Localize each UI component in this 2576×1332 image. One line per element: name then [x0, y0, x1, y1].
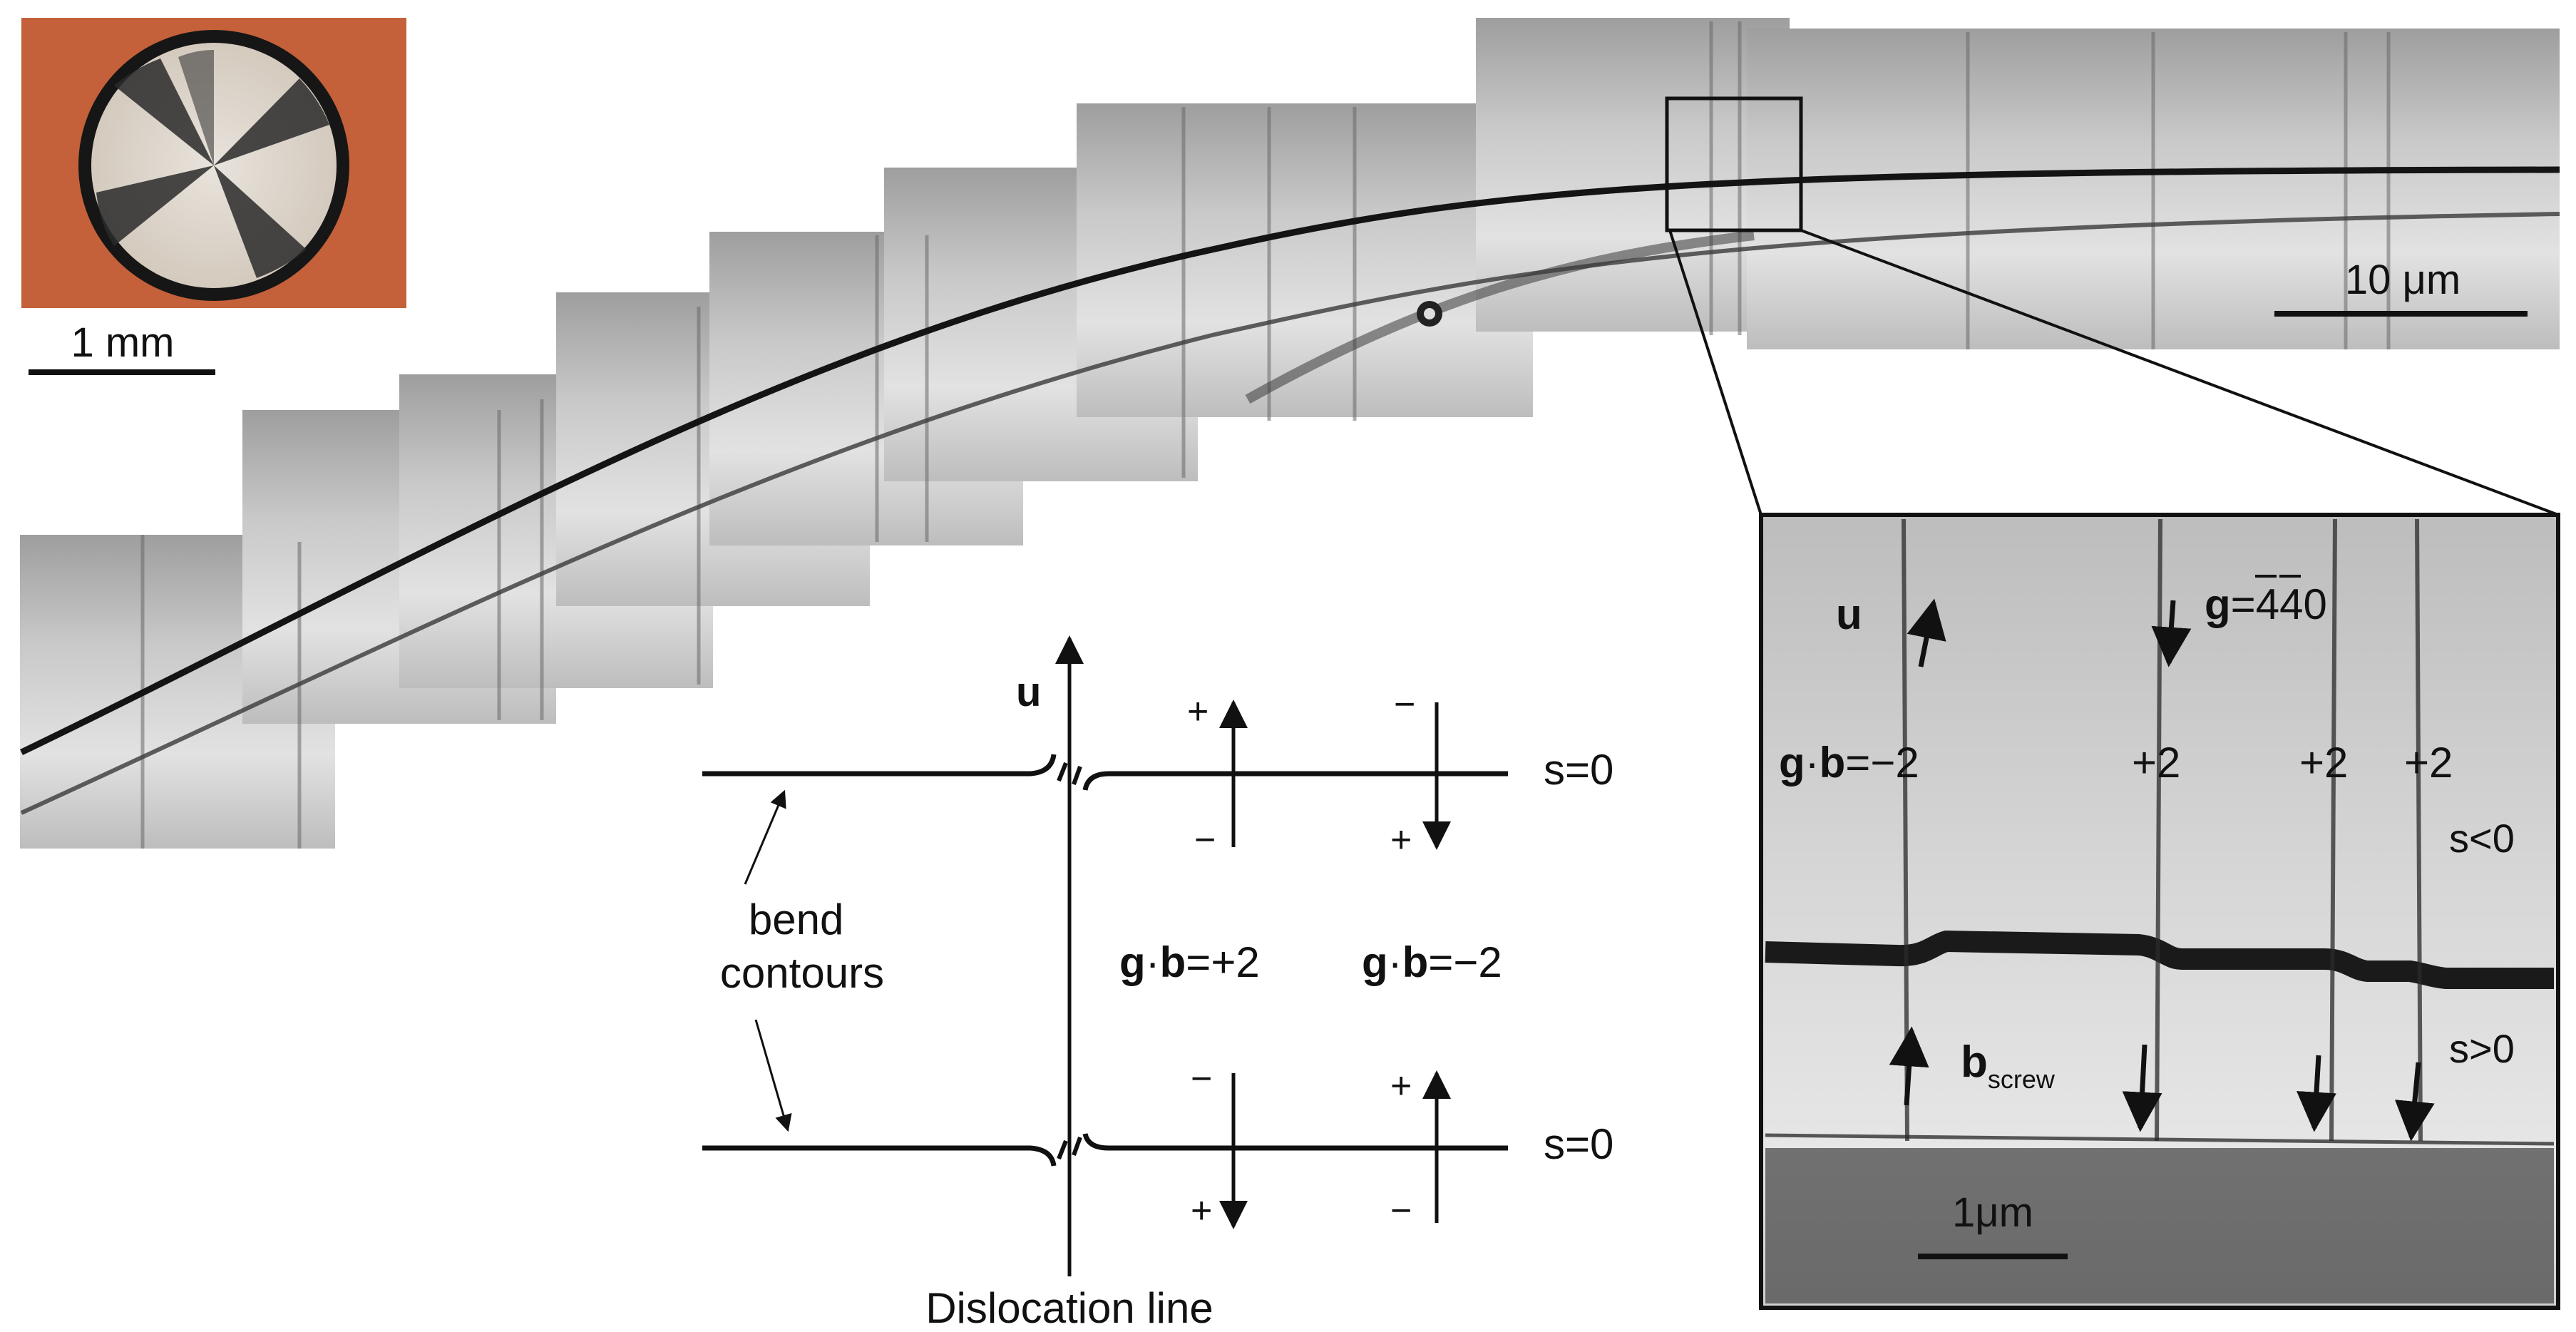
bend-contours-label: bend contours — [720, 896, 884, 997]
sign-label: + — [1390, 1065, 1412, 1107]
zoom-u-arrow — [1907, 598, 1946, 667]
contour-break-mark — [1057, 1139, 1068, 1160]
bend-contour-image — [20, 212, 2560, 815]
zoom-connector-line — [1800, 229, 2559, 516]
extinction-brush — [96, 165, 214, 246]
bscrew-arrow — [2394, 1062, 2435, 1142]
mosaic-scale-label: 10 μm — [2345, 257, 2460, 303]
bend-contours-pointer — [754, 1019, 792, 1132]
extinction-brush — [178, 50, 214, 165]
particle-center — [1424, 308, 1435, 319]
zoom-gb-plus2: +2 — [2132, 739, 2180, 787]
bscrew-arrow — [2297, 1055, 2336, 1132]
schematic-bend-contour-top — [1082, 771, 1508, 791]
tem-mosaic: 10 μm — [20, 18, 2560, 849]
schematic-s-bottom: s=0 — [1544, 1120, 1613, 1168]
contour-break-mark — [1057, 762, 1068, 782]
zoom-scale-label: 1μm — [1952, 1189, 2033, 1236]
bend-contours-pointer — [744, 789, 786, 885]
sign-label: − — [1394, 684, 1415, 725]
sign-label: + — [1191, 1190, 1212, 1231]
zoom-dark-band — [1765, 1148, 2554, 1303]
contour-break-mark — [1072, 765, 1082, 786]
dislocation-line-label: Dislocation line — [925, 1284, 1213, 1332]
schematic-u-label: u — [1016, 669, 1041, 715]
sign-label: − — [1191, 1058, 1212, 1100]
thickness-fringes — [140, 21, 2391, 849]
dislocation-line-image — [20, 166, 2560, 756]
schematic-gb-left: g·b=+2 — [1119, 938, 1260, 986]
zoom-inset: u g=440 g·b=−2 +2 +2 +2 s<0 s>0 bscrew 1… — [1759, 513, 2560, 1310]
extinction-brush — [114, 58, 214, 165]
extinction-brush — [214, 78, 329, 165]
zoom-gb-label: g·b=−2 — [1779, 739, 1919, 787]
schematic-bend-contour-bottom — [702, 1145, 1057, 1167]
bscrew-label: bscrew — [1961, 1038, 2056, 1094]
zoom-g-label: g=440 — [2205, 580, 2327, 628]
sign-label: − — [1390, 1190, 1412, 1231]
bend-contour-image — [1245, 230, 1755, 404]
schematic-bend-contour-bottom — [1082, 1133, 1508, 1151]
schematic-s-top: s=0 — [1544, 746, 1613, 794]
schematic: u s=0 s=0 + − − + − + + − g·b=+2 — [702, 635, 1613, 1332]
zoom-s-positive: s>0 — [2449, 1026, 2515, 1071]
schematic-bend-contour-top — [702, 754, 1057, 777]
contour-break-mark — [1072, 1136, 1082, 1157]
zoom-edge-line — [1765, 1133, 2555, 1146]
sign-label: + — [1390, 819, 1412, 861]
extinction-brush — [214, 165, 307, 278]
zoom-g-arrow — [2151, 600, 2192, 667]
zoom-gb-plus2: +2 — [2404, 739, 2453, 787]
zoom-selection-box — [1665, 96, 1803, 232]
sign-label: − — [1194, 819, 1216, 861]
zoom-u-label: u — [1836, 590, 1862, 638]
bscrew-arrow — [1889, 1026, 1929, 1106]
inset-scale-label: 1 mm — [71, 319, 175, 366]
bscrew-arrow — [2122, 1044, 2162, 1132]
schematic-gb-right: g·b=−2 — [1362, 938, 1502, 986]
optical-inset: 1 mm — [21, 18, 406, 375]
zoom-gb-plus2: +2 — [2299, 739, 2348, 787]
zoom-connector-line — [1668, 230, 1762, 516]
zoom-s-negative: s<0 — [2449, 816, 2515, 861]
sign-label: + — [1187, 691, 1209, 732]
